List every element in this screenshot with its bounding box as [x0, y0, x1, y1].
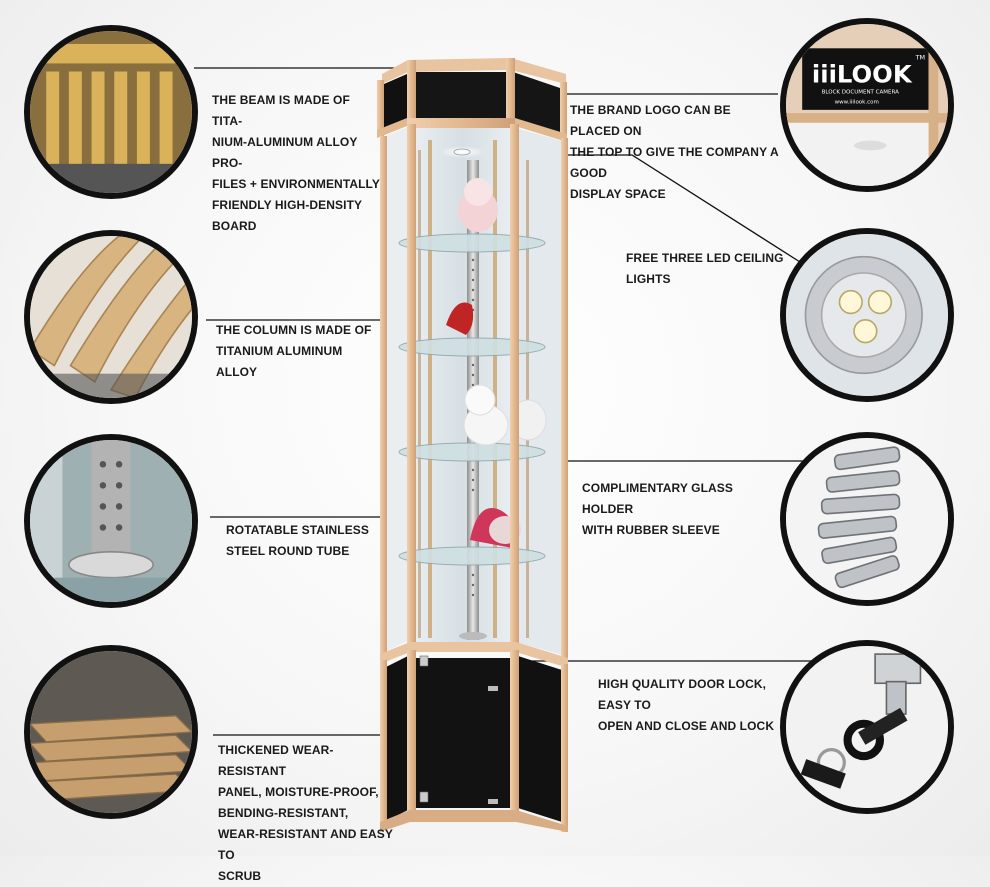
- brand-logo-photo: iiiLOOK TM BLOCK DOCUMENT CAMERA www.iii…: [780, 18, 954, 192]
- glass-shelves: [398, 233, 546, 566]
- logo-url: www.iiilook.com: [835, 99, 879, 105]
- cabinet-top: [377, 58, 567, 142]
- door-lock-photo: [780, 640, 954, 814]
- glass-holder-photo: [780, 432, 954, 606]
- tube-label: Rotatable stainless steel round tube: [226, 523, 370, 558]
- column-label: The column is made of titanium aluminum …: [216, 323, 372, 379]
- door-lock: [419, 655, 429, 667]
- logo-brand: iiiLOOK: [812, 59, 913, 88]
- column-profile-photo: [24, 230, 198, 404]
- display-cabinet: [377, 58, 568, 832]
- cabinet-glass-body: [380, 124, 568, 658]
- beam-label: The beam is made of tita- nium-aluminum …: [212, 93, 380, 233]
- cabinet-base: [380, 642, 568, 832]
- brand-logo-panel: [415, 72, 507, 120]
- lock-label: High quality door lock, easy to open and…: [598, 677, 775, 733]
- beam-profile-photo: [24, 25, 198, 199]
- brand-label: The brand logo can be placed on the top …: [570, 103, 779, 201]
- logo-trademark: TM: [915, 54, 926, 62]
- stainless-tube-photo: [24, 434, 198, 608]
- panel-label: Thickened wear-resistant panel, moisture…: [218, 743, 393, 883]
- led-light-photo: [780, 228, 954, 402]
- glass-holder-label: Complimentary glass holder with rubber s…: [582, 481, 734, 537]
- logo-tagline: BLOCK DOCUMENT CAMERA: [822, 90, 899, 96]
- lights-label: Free three LED ceiling lights: [626, 251, 784, 286]
- panel-board-photo: [24, 645, 198, 819]
